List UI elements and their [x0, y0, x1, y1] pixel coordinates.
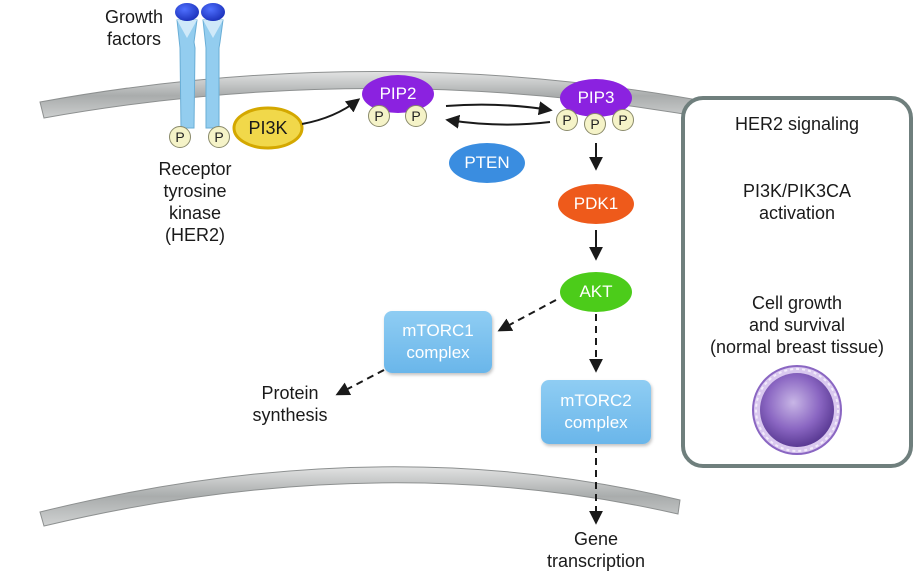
cell-membrane-bottom: [39, 466, 681, 527]
panel-step-pi3k-activation: PI3K/PIK3CA activation: [742, 181, 852, 223]
panel-step-her2-signaling: HER2 signaling: [734, 114, 860, 134]
arrow-pip3-to-pip2: [445, 114, 551, 129]
pip2-node: [362, 75, 434, 113]
akt-label: AKT: [579, 282, 613, 301]
pip3-phosphate-1: P: [556, 109, 578, 131]
pten-label: PTEN: [464, 153, 510, 172]
protein-synthesis-label: Protein synthesis: [252, 383, 328, 425]
pten-node: [449, 143, 525, 183]
gene-transcription-label: Gene transcription: [546, 529, 646, 571]
pip3-label: PIP3: [577, 88, 615, 107]
pi3k-label: PI3K: [248, 117, 288, 138]
arrow-mtorc1-to-protein-synthesis: [335, 369, 385, 396]
arrow-pip2-to-pip3: [445, 101, 553, 116]
growth-factors-label: Growth factors: [104, 7, 164, 49]
pdk1-node: [558, 184, 634, 224]
pip3-phosphate-2: P: [584, 113, 606, 135]
breast-cell-illustration: [752, 365, 842, 455]
mtorc1-complex-box: mTORC1 complex: [384, 311, 492, 373]
panel-step-cell-growth: Cell growth and survival (normal breast …: [709, 293, 885, 357]
mtorc2-complex-box: mTORC2 complex: [541, 380, 651, 444]
akt-node: [560, 272, 632, 312]
pdk1-label: PDK1: [573, 194, 619, 213]
receptor-cap-right: [201, 3, 225, 21]
pi3k-node: [232, 106, 304, 150]
receptor-phosphate-right: P: [208, 126, 230, 148]
pip2-label: PIP2: [379, 84, 417, 103]
pip2-phosphate-1: P: [368, 105, 390, 127]
arrow-akt-to-mtorc1: [497, 299, 557, 332]
receptor-chain-right: [202, 19, 224, 129]
pip2-phosphate-2: P: [405, 105, 427, 127]
receptor-phosphate-left: P: [169, 126, 191, 148]
receptor-label: Receptor tyrosine kinase (HER2): [158, 159, 232, 245]
receptor-cap-left: [175, 3, 199, 21]
receptor-chain-left: [176, 19, 198, 129]
arrow-pi3k-to-pip2: [301, 98, 361, 125]
pip3-node: [560, 79, 632, 117]
pip3-phosphate-3: P: [612, 109, 634, 131]
